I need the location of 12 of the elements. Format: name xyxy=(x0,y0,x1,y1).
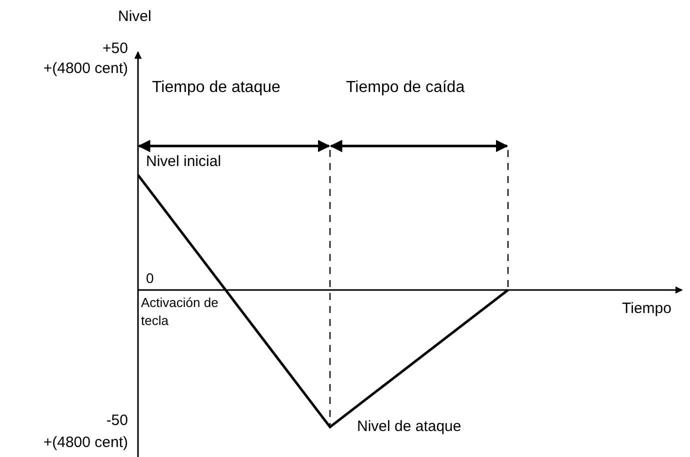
axis-label: Nivel xyxy=(118,8,152,25)
annotation-text: Activación de tecla xyxy=(141,294,220,330)
dimension-label: Tiempo de caída xyxy=(346,79,465,96)
dimension-label: Tiempo de ataque xyxy=(152,79,280,96)
tick-label: +50 xyxy=(102,40,128,57)
tick-label: +(4800 cent) xyxy=(43,434,128,451)
axis-label: Tiempo xyxy=(622,300,672,317)
point-label: Nivel inicial xyxy=(146,153,222,170)
point-label: Nivel de ataque xyxy=(357,418,462,435)
tick-label: 0 xyxy=(146,270,154,287)
tick-label: -50 xyxy=(106,412,128,429)
tick-label: +(4800 cent) xyxy=(43,60,128,77)
